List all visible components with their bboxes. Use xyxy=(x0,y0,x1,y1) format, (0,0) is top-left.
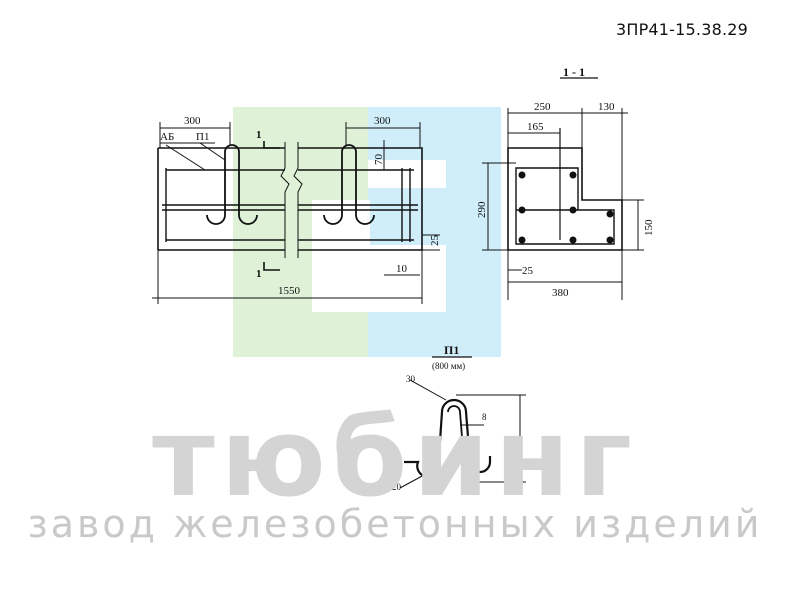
bar-mr xyxy=(569,206,577,214)
section-mark-top xyxy=(263,141,280,149)
detail-title: П1 xyxy=(444,343,459,357)
bar-tl xyxy=(518,171,526,179)
break-line-right xyxy=(293,142,303,258)
bar-br xyxy=(569,236,577,244)
drawing-code: 3ПР41-15.38.29 xyxy=(615,20,748,39)
bar-tr xyxy=(569,171,577,179)
dim-detail-310: 310 xyxy=(509,436,519,450)
dim-1550: 1550 xyxy=(278,285,301,297)
leader-ab xyxy=(165,144,206,171)
lifting-loop-right xyxy=(323,144,375,225)
dim-left-300: 300 xyxy=(184,115,201,127)
watermark-cutout-right xyxy=(368,160,446,188)
dim-10: 10 xyxy=(396,263,408,275)
dim-sec-25: 25 xyxy=(522,265,534,277)
detail-view xyxy=(397,356,526,489)
dim-165: 165 xyxy=(527,121,544,133)
dim-right-300: 300 xyxy=(374,115,391,127)
dim-detail-30-side: 30 xyxy=(387,461,397,471)
bar-right-top xyxy=(606,210,614,218)
watermark-cutout-bottom xyxy=(368,245,446,312)
section-rebar-cage xyxy=(515,167,615,245)
dim-detail-30-top: 30 xyxy=(406,374,416,384)
break-line-left xyxy=(280,142,290,258)
dim-detail-20: 20 xyxy=(392,482,402,492)
leader-20 xyxy=(399,474,425,489)
dim-290: 290 xyxy=(476,201,488,218)
section-title: 1 - 1 xyxy=(563,65,585,79)
bar-right-bottom xyxy=(606,236,614,244)
leader-30-top xyxy=(409,379,447,401)
bar-bl xyxy=(518,236,526,244)
lifting-loop-left xyxy=(206,144,258,225)
label-ab: АБ xyxy=(160,131,174,143)
detail-subtitle: (800 мм) xyxy=(432,361,465,371)
label-p1: П1 xyxy=(196,131,209,143)
dim-detail-8: 8 xyxy=(482,412,487,422)
dim-250: 250 xyxy=(534,101,551,113)
loop-shape-inner xyxy=(447,405,465,463)
section-view xyxy=(482,77,644,300)
dim-150: 150 xyxy=(643,219,655,236)
bar-ml xyxy=(518,206,526,214)
leader-p1 xyxy=(199,142,226,161)
section-mark-top-label: 1 xyxy=(256,129,262,141)
dim-25: 25 xyxy=(429,235,441,247)
dim-380: 380 xyxy=(552,287,569,299)
dim-70: 70 xyxy=(373,154,385,166)
section-mark-bottom xyxy=(263,262,280,271)
dim-130: 130 xyxy=(598,101,615,113)
elevation-view xyxy=(152,122,440,304)
section-mark-bottom-label: 1 xyxy=(256,268,262,280)
